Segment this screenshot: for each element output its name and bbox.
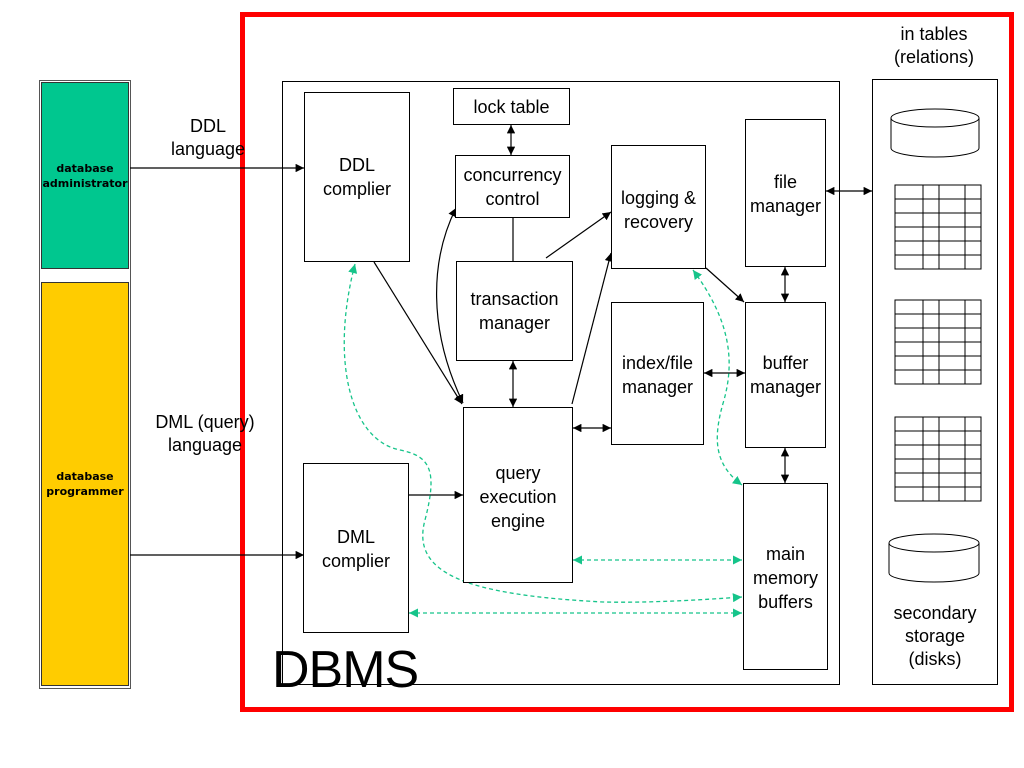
table-icon [894, 416, 982, 502]
cylinder-icon [888, 533, 980, 583]
dbms-label: DBMS [272, 641, 419, 699]
arrow-query-logging [571, 252, 613, 405]
dbms-red-frame [240, 12, 1014, 712]
index-file-manager-box: index/file manager [611, 302, 704, 445]
ddl-compiler-box: DDL complier [304, 92, 410, 262]
table-icon [894, 299, 982, 385]
transaction-manager-box: transaction manager [456, 261, 573, 361]
query-execution-engine-box: query execution engine [463, 407, 573, 583]
green-logging-memory [692, 269, 743, 486]
storage-panel [872, 79, 998, 685]
arrow-ddl-to-query [373, 261, 463, 405]
table-icon [894, 184, 982, 270]
dml-compiler-box: DML complier [303, 463, 409, 633]
cylinder-icon [890, 108, 980, 158]
ddl-language-label: DDL language [170, 116, 246, 159]
buffer-manager-box: buffer manager [745, 302, 826, 448]
arrow-transaction-logging [545, 211, 612, 259]
in-tables-label: in tables (relations) [893, 24, 975, 67]
arrow-logging-buffer [705, 267, 745, 303]
concurrency-control-box: concurrency control [455, 155, 570, 218]
database-programmer-block: database programmer [41, 282, 129, 686]
main-memory-buffers-box: main memory buffers [743, 483, 828, 670]
dml-language-label: DML (query) language [155, 412, 255, 455]
file-manager-box: file manager [745, 119, 826, 267]
green-ddl-to-memory [343, 263, 743, 603]
actor-column-outline [39, 80, 131, 689]
dbms-inner-box [282, 81, 840, 685]
logging-recovery-box: logging & recovery [611, 145, 706, 269]
database-administrator-block: database administrator [41, 82, 129, 269]
lock-table-box: lock table [453, 88, 570, 125]
secondary-storage-label: secondary storage (disks) [893, 603, 977, 669]
